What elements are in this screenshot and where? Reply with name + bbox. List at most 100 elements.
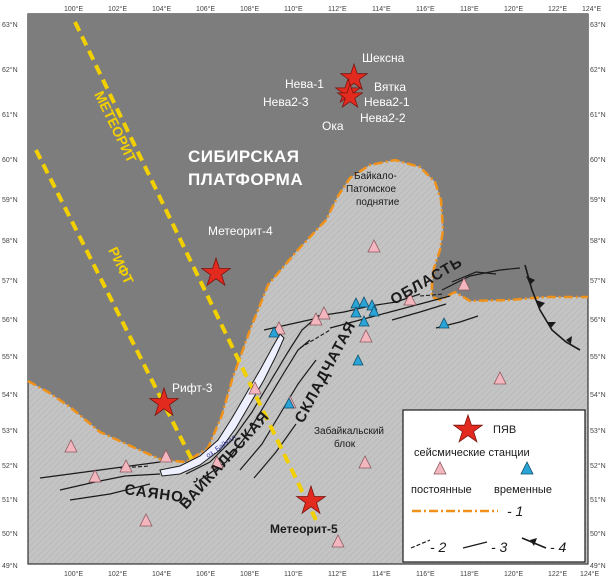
svg-text:54°N: 54°N — [2, 391, 18, 399]
transbaikal-label-2: блок — [334, 438, 356, 450]
explosion-star — [295, 484, 327, 515]
fault-lines-dashed — [119, 293, 445, 469]
label-neva2-1: Нева2-1 — [364, 95, 410, 109]
station-triangle — [248, 381, 262, 395]
svg-text:55°N: 55°N — [590, 353, 606, 361]
label-vyatka: Вятка — [374, 80, 406, 94]
station-triangle — [358, 296, 370, 308]
svg-text:63°N: 63°N — [2, 21, 18, 29]
legend-box — [402, 409, 586, 563]
legend-pnv: ПЯВ — [493, 424, 516, 436]
svg-text:63°N: 63°N — [590, 21, 606, 29]
svg-text:100°E: 100°E — [64, 5, 83, 13]
svg-text:110°E: 110°E — [284, 570, 303, 578]
legend-item-1: - 1 — [507, 503, 523, 519]
station-triangle — [331, 534, 345, 548]
svg-text:118°E: 118°E — [460, 5, 479, 13]
legend-thrust-tooth — [530, 538, 537, 546]
svg-text:50°N: 50°N — [590, 530, 606, 538]
svg-text:60°N: 60°N — [590, 156, 606, 164]
station-triangle — [139, 513, 153, 527]
station-triangle — [403, 292, 417, 306]
explosion-star — [336, 82, 364, 109]
svg-text:118°E: 118°E — [460, 570, 479, 578]
svg-text:116°E: 116°E — [416, 5, 435, 13]
explosion-stars — [148, 62, 369, 515]
station-triangle — [352, 354, 364, 366]
legend-item-4: - 4 — [550, 539, 567, 555]
station-triangle — [283, 397, 295, 409]
svg-text:110°E: 110°E — [284, 5, 303, 13]
svg-text:49°N: 49°N — [2, 562, 18, 570]
svg-text:124°E: 124°E — [582, 5, 601, 13]
legend-temporary-icon — [520, 461, 534, 475]
legend-item-3: - 3 — [491, 539, 508, 555]
svg-text:50°N: 50°N — [2, 530, 18, 538]
lon-ticks-top: 100°E 102°E 104°E 106°E 108°E 110°E 112°… — [64, 5, 601, 13]
uplift-label-2: Патомское — [346, 184, 396, 195]
lat-ticks-right: 63°N 62°N 61°N 60°N 59°N 58°N 57°N 56°N … — [590, 21, 606, 570]
thrust-fault — [524, 264, 581, 351]
station-triangle — [268, 326, 280, 338]
svg-text:122°E: 122°E — [548, 5, 567, 13]
station-triangle — [317, 306, 331, 320]
station-triangle — [358, 315, 370, 327]
label-meteorit5: Метеорит-5 — [270, 522, 338, 536]
profile-meteorit — [73, 21, 318, 521]
svg-text:56°N: 56°N — [590, 316, 606, 324]
uplift-label-1: Байкало- — [354, 171, 397, 182]
svg-text:104°E: 104°E — [152, 5, 171, 13]
legend-item-2: - 2 — [430, 539, 447, 555]
svg-text:61°N: 61°N — [590, 111, 606, 119]
station-triangle — [210, 455, 224, 469]
svg-text:120°E: 120°E — [504, 570, 523, 578]
svg-text:120°E: 120°E — [504, 5, 523, 13]
svg-text:53°N: 53°N — [590, 427, 606, 435]
explosion-star — [148, 386, 180, 417]
lon-ticks-bottom: 100°E 102°E 104°E 106°E 108°E 110°E 112°… — [64, 570, 599, 578]
label-neva2-3: Нева2-3 — [263, 95, 309, 109]
svg-text:114°E: 114°E — [372, 570, 391, 578]
legend-fault — [462, 541, 488, 549]
svg-text:57°N: 57°N — [2, 277, 18, 285]
label-meteorit4: Метеорит-4 — [208, 224, 273, 238]
svg-text:53°N: 53°N — [2, 427, 18, 435]
svg-text:54°N: 54°N — [590, 391, 606, 399]
station-triangle — [350, 306, 362, 318]
label-oka: Ока — [322, 119, 344, 133]
legend-permanent: постоянные — [411, 484, 472, 496]
station-triangle — [119, 459, 133, 473]
transbaikal-label-1: Забайкальский — [314, 425, 384, 437]
svg-text:122°E: 122°E — [548, 570, 567, 578]
explosion-labels: Шексна Нева-1 Вятка Нева2-3 Нева2-1 Ока … — [172, 51, 410, 536]
svg-text:112°E: 112°E — [328, 570, 347, 578]
uplift-label-3: поднятие — [356, 197, 400, 208]
station-triangle — [358, 455, 372, 469]
station-triangle — [359, 329, 373, 343]
svg-text:62°N: 62°N — [590, 66, 606, 74]
svg-text:49°N: 49°N — [590, 562, 606, 570]
svg-text:51°N: 51°N — [590, 496, 606, 504]
legend-temporary: временные — [494, 484, 552, 496]
lake-baikal — [159, 333, 285, 477]
svg-text:102°E: 102°E — [108, 570, 127, 578]
svg-text:51°N: 51°N — [2, 496, 18, 504]
svg-text:106°E: 106°E — [196, 570, 215, 578]
svg-text:112°E: 112°E — [328, 5, 347, 13]
station-triangle — [64, 439, 78, 453]
thrust-teeth — [526, 276, 572, 344]
svg-text:52°N: 52°N — [590, 462, 606, 470]
svg-text:62°N: 62°N — [2, 66, 18, 74]
svg-text:59°N: 59°N — [590, 196, 606, 204]
svg-text:59°N: 59°N — [2, 196, 18, 204]
legend: ПЯВ сейсмические станции постоянные врем… — [402, 409, 586, 563]
svg-text:104°E: 104°E — [152, 570, 171, 578]
station-triangle — [457, 277, 471, 291]
svg-text:100°E: 100°E — [64, 570, 83, 578]
svg-text:102°E: 102°E — [108, 5, 127, 13]
lat-ticks-left: 63°N 62°N 61°N 60°N 59°N 58°N 57°N 56°N … — [2, 21, 18, 570]
legend-dashed-fault — [410, 539, 431, 549]
platform-label-1: СИБИРСКАЯ — [188, 147, 300, 166]
svg-text:52°N: 52°N — [2, 462, 18, 470]
